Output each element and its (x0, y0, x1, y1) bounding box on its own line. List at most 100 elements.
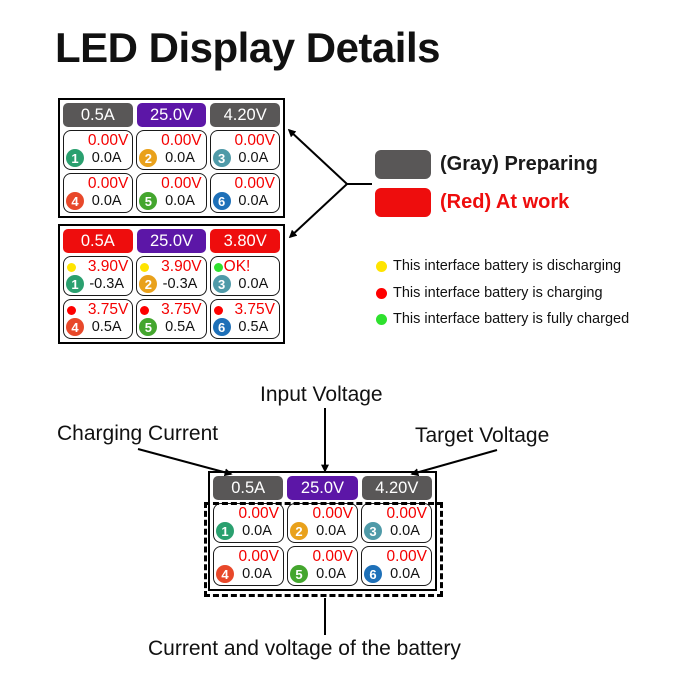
cell-voltage: 0.00V (386, 548, 427, 565)
cell-current: 0.0A (390, 523, 420, 539)
cell-voltage: 3.90V (161, 258, 202, 275)
cell-current: 0.0A (238, 276, 269, 292)
channel-badge: 3 (364, 522, 382, 540)
cell-current: 0.0A (316, 523, 346, 539)
led-panel-at-work: 0.5A 25.0V 3.80V 3.90V 1 -0.3A 3.90V 2-0.… (58, 224, 285, 344)
green-dot-icon (376, 313, 387, 325)
header-chips: 0.5A 25.0V 3.80V (63, 229, 281, 253)
legend-text: This interface battery is fully charged (393, 311, 630, 327)
input-voltage-label: Input Voltage (260, 383, 383, 406)
cell-voltage: 3.75V (87, 301, 129, 318)
cell-voltage: 0.00V (312, 505, 353, 522)
cell-voltage: 0.00V (161, 175, 202, 192)
cell-voltage: 3.90V (87, 258, 129, 275)
battery-cell-2: 3.90V 2-0.3A (136, 256, 207, 296)
cell-current: 0.0A (242, 566, 272, 582)
battery-cell-5: 0.00V 5 0.0A (136, 173, 207, 213)
target-voltage-chip: 4.20V (210, 103, 281, 127)
yellow-dot-icon (376, 260, 387, 272)
cell-voltage: 0.00V (161, 132, 202, 149)
battery-cell-1: 0.00V 1 0.0A (63, 130, 134, 170)
battery-cells: 0.00V 1 0.0A 0.00V 2 0.0A 0.00V 3 0.0A 0.00… (63, 130, 280, 213)
header-chips: 0.5A 25.0V 4.20V (213, 476, 432, 500)
channel-badge: 5 (290, 565, 308, 583)
channel-badge: 6 (364, 565, 382, 583)
channel-badge: 6 (212, 192, 231, 210)
legend-item-charging: This interface battery is charging (376, 284, 603, 302)
charging-dot-icon (67, 305, 76, 315)
cell-voltage: 0.00V (87, 132, 129, 149)
battery-cell-4: 3.75V 4 0.5A (63, 299, 134, 339)
charging-current-chip: 0.5A (213, 476, 284, 500)
input-voltage-chip: 25.0V (136, 103, 207, 127)
battery-cell-4: 0.00V 4 0.0A (213, 546, 284, 586)
charging-dot-icon (140, 305, 150, 315)
charging-current-chip: 0.5A (63, 229, 133, 253)
cell-current: 0.0A (316, 566, 346, 582)
channel-badge: 4 (216, 565, 234, 583)
channel-badge: 4 (66, 318, 84, 336)
led-panel-preparing: 0.5A 25.0V 4.20V 0.00V 1 0.0A 0.00V 2 0.0A… (58, 98, 285, 218)
input-voltage-chip: 25.0V (136, 229, 207, 253)
gray-legend-label: (Gray) Preparing (440, 153, 598, 175)
cell-voltage: 0.00V (238, 505, 279, 522)
cell-current: 0.0A (165, 193, 195, 209)
battery-area-dashed-outline (204, 502, 443, 597)
legend-text: This interface battery is charging (393, 285, 603, 301)
channel-badge: 1 (66, 275, 84, 293)
cell-current: 0.5A (165, 319, 195, 335)
channel-badge: 5 (139, 318, 158, 336)
red-dot-icon (376, 287, 387, 299)
cell-current: 0.0A (165, 150, 195, 166)
charging-current-label: Charging Current (57, 422, 219, 445)
legend-item-fully-charged: This interface battery is fully charged (376, 310, 629, 328)
gray-legend-swatch (375, 150, 431, 179)
battery-cell-5: 3.75V 5 0.5A (136, 299, 207, 339)
cell-current: 0.0A (238, 150, 269, 166)
cell-voltage: 3.75V (161, 301, 202, 318)
cell-current: -0.3A (89, 276, 124, 292)
target-voltage-chip: 4.20V (361, 476, 432, 500)
channel-badge: 4 (66, 192, 84, 210)
cell-voltage: 0.00V (238, 548, 279, 565)
cell-current: 0.0A (91, 193, 122, 209)
channel-badge: 5 (139, 192, 158, 210)
battery-cell-2: 0.00V 2 0.0A (136, 130, 207, 170)
cell-current: 0.0A (91, 150, 122, 166)
channel-badge: 1 (66, 149, 84, 167)
cell-current: 0.5A (91, 319, 122, 335)
legend-item-discharging: This interface battery is discharging (376, 257, 621, 275)
page-title: LED Display Details (55, 24, 440, 71)
red-legend-swatch (375, 188, 431, 217)
red-legend-label: (Red) At work (440, 191, 570, 213)
channel-badge: 2 (139, 149, 158, 167)
charging-dot-icon (213, 305, 223, 315)
battery-cell-6: 0.00V 6 0.0A (361, 546, 432, 586)
cell-voltage: 3.75V (234, 301, 275, 318)
header-chips: 0.5A 25.0V 4.20V (63, 103, 281, 127)
cell-voltage: 0.00V (386, 505, 427, 522)
channel-badge: 3 (212, 149, 231, 167)
fully-charged-dot-icon (213, 262, 223, 272)
cell-current: 0.0A (390, 566, 420, 582)
cell-voltage: OK! (223, 258, 251, 275)
battery-cell-1: 3.90V 1 -0.3A (63, 256, 134, 296)
charging-current-chip: 0.5A (63, 103, 133, 127)
legend-text: This interface battery is discharging (393, 258, 622, 274)
battery-caption-label: Current and voltage of the battery (148, 637, 461, 660)
cell-voltage: 0.00V (234, 132, 275, 149)
channel-badge: 1 (216, 522, 234, 540)
cell-current: -0.3A (162, 276, 198, 292)
target-voltage-chip: 3.80V (210, 229, 281, 253)
